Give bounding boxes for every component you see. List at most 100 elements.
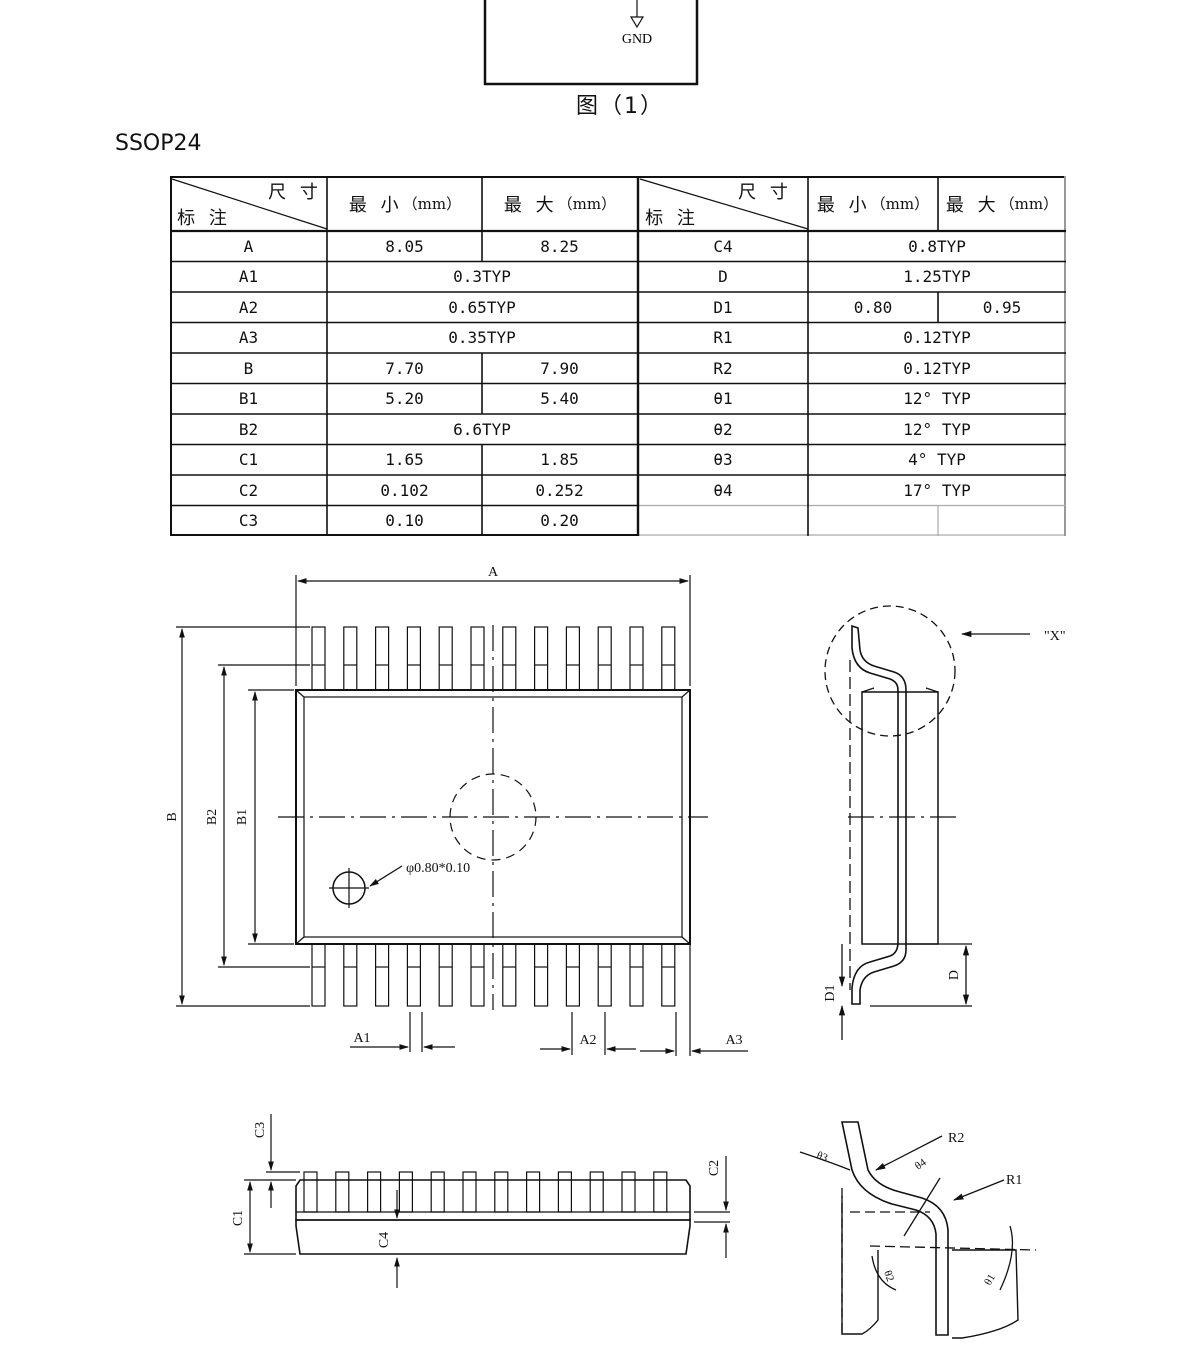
cell-typ: 17° TYP	[903, 480, 971, 500]
cell-typ: 12° TYP	[903, 419, 971, 439]
label-a2: A2	[579, 1033, 596, 1048]
gnd-label: GND	[622, 32, 652, 47]
cell-typ: 0.12TYP	[903, 328, 971, 348]
row-label: θ4	[713, 480, 733, 500]
row-label: D	[718, 267, 728, 287]
header-max-right: 最 大（mm）	[945, 194, 1059, 216]
cell-min: 8.05	[385, 236, 424, 256]
cell-typ: 0.35TYP	[448, 328, 516, 348]
cell-min: 1.65	[385, 450, 424, 470]
label-c1: C1	[231, 1210, 246, 1226]
header-min-right: 最 小（mm）	[816, 194, 930, 216]
pin	[661, 943, 676, 1007]
label-a1: A1	[353, 1031, 370, 1046]
row-label: R1	[713, 328, 733, 348]
top-pin-row	[311, 626, 676, 691]
label-b2: B2	[205, 809, 220, 825]
row-label: B2	[238, 419, 259, 439]
label-theta2: θ2	[881, 1269, 896, 1283]
corner-top-right: 尺 寸	[738, 182, 792, 203]
center-mark-circle	[449, 773, 537, 861]
pin	[661, 626, 676, 691]
cell-typ: 0.65TYP	[448, 297, 516, 317]
pin	[502, 943, 517, 1007]
row-label: C1	[238, 450, 259, 470]
cell-typ: 0.3TYP	[453, 267, 511, 287]
row-label: C4	[713, 236, 733, 256]
pin	[406, 943, 421, 1007]
label-r2: R2	[948, 1131, 964, 1146]
label-b1: B1	[235, 809, 250, 825]
label-a3: A3	[725, 1033, 742, 1048]
pin	[597, 943, 612, 1007]
cell-max: 0.95	[982, 297, 1022, 317]
pin	[589, 1171, 604, 1213]
cell-typ: 4° TYP	[908, 450, 966, 470]
pin	[335, 1171, 350, 1213]
row-label: A1	[238, 267, 259, 287]
top-view	[176, 575, 748, 1056]
pin	[462, 1171, 477, 1213]
cell-max: 5.40	[540, 389, 579, 409]
dimension-table: 尺 寸 标 注 最 小（mm） 最 大（mm） 尺 寸 标 注 最 小（mm） …	[170, 176, 1066, 536]
pin	[438, 943, 453, 1007]
pin	[406, 626, 421, 691]
label-d: D	[947, 970, 962, 980]
pin	[311, 943, 326, 1007]
row-label: B1	[238, 389, 259, 409]
cell-min: 0.102	[380, 480, 429, 500]
pin	[597, 626, 612, 691]
pin	[502, 626, 517, 691]
side-body	[861, 691, 939, 945]
row-label: A2	[238, 297, 259, 317]
row-label: C2	[238, 480, 259, 500]
pin	[470, 626, 485, 691]
label-x: "X"	[1044, 629, 1066, 644]
label-theta4: θ4	[913, 1156, 929, 1172]
theta4-arc	[903, 1177, 941, 1237]
pin	[398, 1171, 413, 1213]
side-lead-profile	[851, 624, 907, 1005]
side-view	[824, 605, 1030, 1040]
cell-typ: 1.25TYP	[903, 267, 971, 287]
cell-typ: 6.6TYP	[453, 419, 511, 439]
row-label: D1	[713, 297, 733, 317]
pin	[533, 626, 549, 691]
pin	[653, 1171, 668, 1213]
detail-lead-profile	[841, 1121, 949, 1336]
label-c4: C4	[377, 1232, 392, 1248]
pin	[525, 1171, 541, 1213]
table-grid	[170, 176, 1066, 536]
label-a: A	[488, 565, 499, 580]
row-label: A	[243, 236, 254, 256]
cell-max: 0.252	[535, 480, 584, 500]
package-title: SSOP24	[115, 131, 202, 156]
cell-min: 7.70	[385, 358, 424, 378]
pin	[343, 626, 358, 691]
row-label: R2	[713, 358, 733, 378]
pin	[375, 626, 390, 691]
pin	[311, 626, 326, 691]
cell-typ: 12° TYP	[903, 389, 971, 409]
corner-bottom-left: 标 注	[177, 208, 231, 229]
cell-typ: 0.12TYP	[903, 358, 971, 378]
theta2-arc	[871, 1255, 897, 1291]
label-c2: C2	[707, 1160, 722, 1176]
pin	[565, 626, 581, 691]
row-label: θ2	[713, 419, 733, 439]
pin	[438, 626, 453, 691]
pin	[470, 943, 485, 1007]
pin	[533, 943, 549, 1007]
front-view	[244, 1114, 730, 1288]
label-b: B	[165, 812, 180, 821]
row-label: θ1	[713, 389, 733, 409]
pin	[629, 943, 644, 1007]
front-body-top	[295, 1179, 691, 1221]
row-label: A3	[238, 328, 259, 348]
r1-leader	[953, 1179, 1005, 1201]
schematic-fragment: GND	[483, 0, 699, 86]
row-label: C3	[238, 511, 259, 531]
row-label: B	[243, 358, 254, 378]
pin	[565, 943, 581, 1007]
